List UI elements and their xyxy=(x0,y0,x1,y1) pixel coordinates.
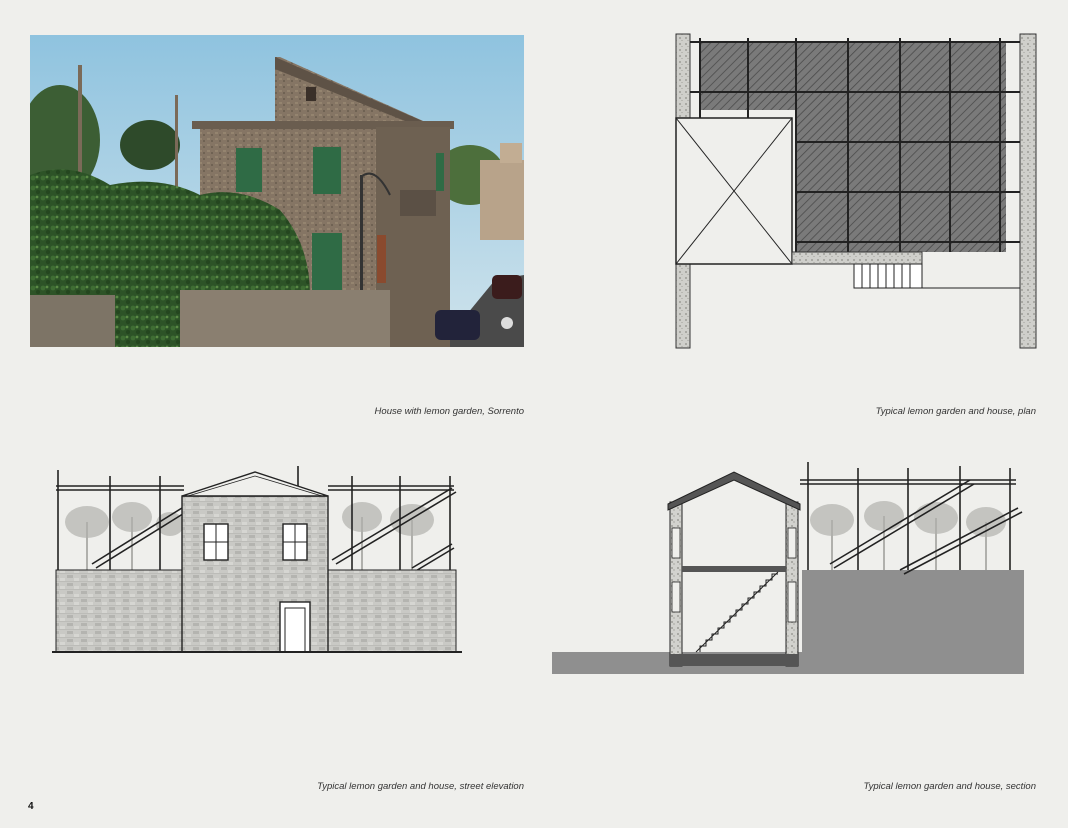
photo-house-lemon-garden xyxy=(30,35,524,347)
caption-section: Typical lemon garden and house, section xyxy=(863,781,1036,792)
section-drawing xyxy=(550,458,1028,678)
plan-drawing xyxy=(672,30,1040,352)
page-number: 4 xyxy=(28,801,34,812)
caption-elevation: Typical lemon garden and house, street e… xyxy=(317,781,524,792)
caption-plan: Typical lemon garden and house, plan xyxy=(875,406,1036,417)
street-elevation-drawing xyxy=(52,462,462,658)
caption-photo: House with lemon garden, Sorrento xyxy=(374,406,524,417)
